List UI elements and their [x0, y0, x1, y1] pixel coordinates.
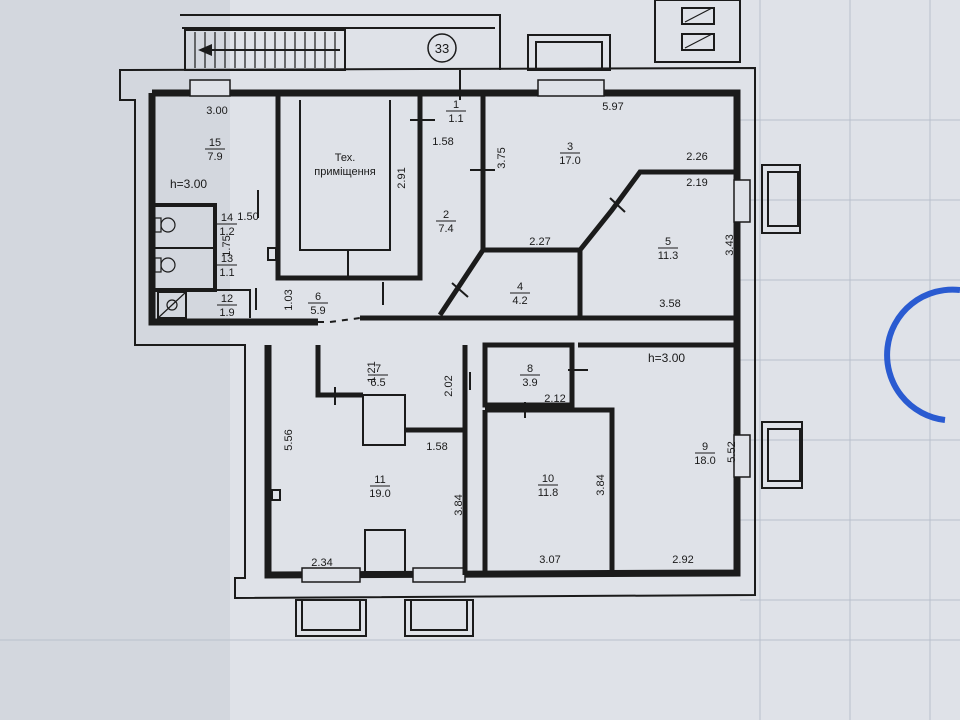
room-area: 7.9 — [207, 151, 222, 163]
ceiling-height-left: h=3.00 — [170, 177, 207, 191]
dimension-label: 2.02 — [443, 375, 455, 396]
dimension-label: 3.58 — [659, 298, 680, 310]
dimension-label: 2.92 — [672, 554, 693, 566]
room-area: 1.9 — [219, 307, 234, 319]
room-area: 6.5 — [370, 377, 385, 389]
badge-circle — [427, 33, 457, 63]
balconies — [295, 0, 803, 637]
room-area: 3.9 — [522, 377, 537, 389]
room-number: 6 — [315, 291, 321, 303]
room-number: 5 — [665, 236, 671, 248]
dimension-label: 1.75 — [221, 235, 233, 256]
dimension-label: 1.58 — [426, 441, 447, 453]
paper-shadow — [0, 0, 230, 720]
dimension-label: 3.84 — [453, 494, 465, 515]
service-room-label-line2: приміщення — [314, 166, 375, 178]
room-labels: 11.127.4317.044.2511.365.976.583.9918.01… — [205, 99, 716, 500]
dimension-label: 3.43 — [724, 234, 736, 255]
room-area: 7.4 — [438, 223, 453, 235]
room-number: 15 — [209, 137, 221, 149]
dimension-label: 1.21 — [366, 361, 378, 382]
building-number: 33 — [435, 41, 449, 56]
dimension-label: 3.07 — [539, 554, 560, 566]
dimension-label: 2.34 — [311, 557, 332, 569]
ceiling-height-right: h=3.00 — [648, 351, 685, 365]
room-number: 9 — [702, 441, 708, 453]
dimension-label: 2.26 — [686, 151, 707, 163]
room-area: 19.0 — [369, 488, 390, 500]
room-area: 11.3 — [658, 250, 679, 262]
dimension-label: 1.03 — [283, 289, 295, 310]
room-number: 10 — [542, 473, 554, 485]
room-area: 1.2 — [219, 226, 234, 238]
dimension-label: 3.75 — [496, 147, 508, 168]
room-number: 3 — [567, 141, 573, 153]
dimension-label: 1.50 — [237, 211, 258, 223]
service-room-label-line1: Тех. — [335, 152, 356, 164]
room-number: 7 — [375, 363, 381, 375]
room-number: 4 — [517, 281, 523, 293]
room-area: 4.2 — [512, 295, 527, 307]
room-area: 17.0 — [559, 155, 580, 167]
room-area: 18.0 — [694, 455, 715, 467]
room-number: 1 — [453, 99, 459, 111]
dimension-label: 5.56 — [283, 429, 295, 450]
room-number: 2 — [443, 209, 449, 221]
dimension-label: 2.91 — [396, 167, 408, 188]
dimension-label: 5.52 — [726, 441, 738, 462]
room-number: 13 — [221, 253, 233, 265]
room-number: 12 — [221, 293, 233, 305]
room-number: 11 — [374, 474, 385, 486]
door-marks — [255, 70, 626, 418]
room-number: 14 — [221, 212, 233, 224]
room-number: 8 — [527, 363, 533, 375]
dimension-label: 3.84 — [595, 474, 607, 495]
room-area: 1.1 — [219, 267, 234, 279]
building-number-badge: 33 — [427, 33, 457, 63]
room-area: 11.8 — [538, 487, 559, 499]
dimension-label: 5.97 — [602, 101, 623, 113]
dimension-label: 3.00 — [206, 105, 227, 117]
dimension-label: 2.27 — [529, 236, 550, 248]
dimension-label: 1.58 — [432, 136, 453, 148]
room-area: 5.9 — [310, 305, 325, 317]
stamp-fragment — [884, 286, 960, 423]
dimension-label: 2.12 — [544, 393, 565, 405]
dimension-label: 2.19 — [686, 177, 707, 189]
room-area: 1.1 — [448, 113, 463, 125]
interior-walls — [152, 93, 737, 575]
